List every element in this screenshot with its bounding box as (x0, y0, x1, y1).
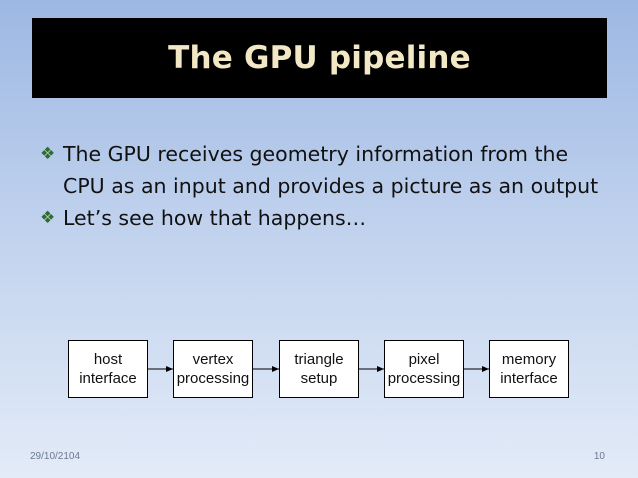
stage-vertex-processing: vertex processing (173, 340, 253, 398)
bullet-list: ❖ The GPU receives geometry information … (40, 138, 610, 234)
stage-label-triangle-setup: triangle setup (294, 351, 344, 387)
stage-triangle-setup: triangle setup (279, 340, 359, 398)
diamond-bullet-icon: ❖ (40, 208, 56, 228)
bullet-text-1: The GPU receives geometry information fr… (63, 142, 599, 198)
stage-host-interface: host interface (68, 340, 148, 398)
slide-title: The GPU pipeline (168, 40, 471, 76)
pipeline-arrows (148, 366, 489, 372)
stage-label-pixel-processing: pixel processing (387, 351, 461, 387)
stage-pixel-processing: pixel processing (384, 340, 464, 398)
stage-label-memory-interface: memory interface (500, 351, 558, 387)
diamond-bullet-icon: ❖ (40, 144, 56, 164)
stage-memory-interface: memory interface (489, 340, 569, 398)
stage-label-host-interface: host interface (79, 351, 137, 387)
bullet-item-1: ❖ The GPU receives geometry information … (40, 138, 610, 202)
stage-label-vertex-processing: vertex processing (176, 351, 250, 387)
footer-date: 29/10/2104 (30, 451, 81, 462)
footer-page-number: 10 (593, 451, 605, 462)
title-bar: The GPU pipeline (32, 18, 607, 98)
pipeline-diagram: host interface vertex processing triangl… (68, 340, 572, 400)
bullet-text-2: Let’s see how that happens… (63, 206, 367, 230)
bullet-item-2: ❖ Let’s see how that happens… (40, 202, 610, 234)
